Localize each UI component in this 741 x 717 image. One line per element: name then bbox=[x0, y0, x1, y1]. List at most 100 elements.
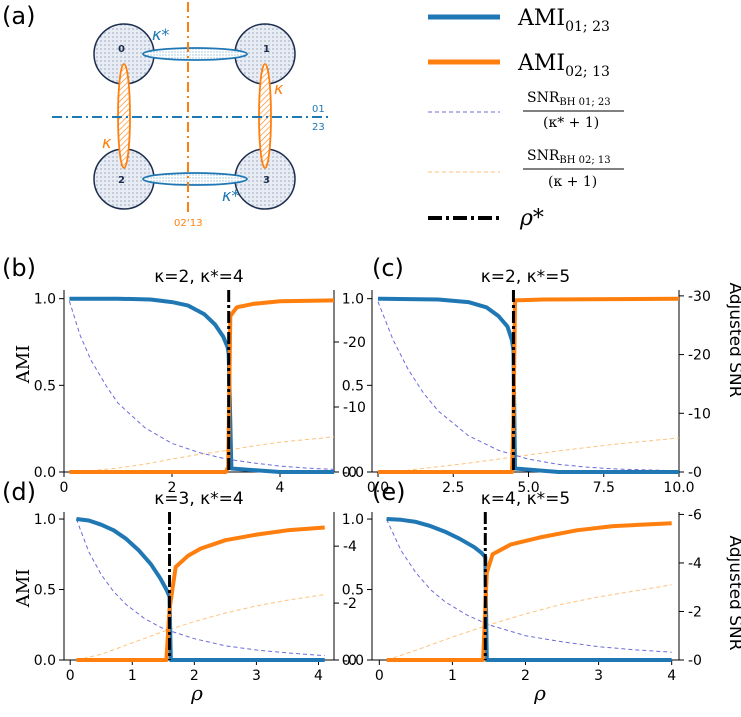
y-tick-label: 0.5 bbox=[34, 583, 56, 599]
x-tick-label: 3 bbox=[594, 668, 603, 684]
cut-01-label: 01 bbox=[312, 104, 325, 115]
ami-01-23-line bbox=[69, 296, 334, 474]
y2-tick-label: -6 bbox=[688, 507, 702, 523]
y2-tick-label: -0 bbox=[688, 653, 702, 669]
x-tick-label: 4 bbox=[667, 668, 676, 684]
y2-tick-label: -4 bbox=[688, 556, 702, 572]
x-tick-label: 4 bbox=[276, 480, 285, 496]
node-0-label: 0 bbox=[118, 44, 125, 55]
snr-01-23-line bbox=[68, 300, 335, 470]
x-tick-label: 0.0 bbox=[367, 480, 389, 496]
panel-a-letter: (a) bbox=[2, 2, 35, 30]
chart-panel-4: (e) κ=4, κ*=5 0 1 2 3 4 0.0 0.5 1.0 -0 -2 -4 -6 bbox=[342, 478, 702, 684]
chart-title: κ=2, κ*=4 bbox=[154, 267, 243, 287]
y2-tick-label: -20 bbox=[688, 348, 711, 364]
x-tick-label: 10.0 bbox=[663, 480, 694, 496]
chart-title: κ=3, κ*=4 bbox=[154, 489, 243, 509]
y-tick-label: 0.5 bbox=[34, 378, 56, 394]
snr-01-23-line bbox=[377, 301, 680, 472]
y-tick-label: 1.0 bbox=[342, 292, 364, 308]
ami-02-13-line bbox=[386, 521, 672, 662]
legend-rho-star: ρ* bbox=[519, 206, 544, 231]
schematic: (a) 0 1 2 3 κ* κ* κ κ 01 23 02‘13 bbox=[2, 2, 330, 229]
cut-23-label: 23 bbox=[312, 122, 325, 133]
x-tick-label: 0 bbox=[375, 668, 384, 684]
right-axis-label-top: Adjusted SNR bbox=[725, 282, 741, 397]
legend-ami-02-13: AMI02; 13 bbox=[517, 51, 610, 80]
chart-panel-3: (d) κ=3, κ*=4 0 1 2 3 4 0.0 0.5 1.0 -0 -2 -4 bbox=[2, 478, 357, 684]
x-tick-label: 0 bbox=[60, 480, 69, 496]
x-tick-label: 2 bbox=[521, 668, 530, 684]
kappa-star-label-bottom: κ* bbox=[222, 186, 239, 205]
y2-tick-label: -2 bbox=[688, 604, 702, 620]
kappa-star-label-top: κ* bbox=[152, 25, 169, 44]
y-tick-label: 0.5 bbox=[342, 378, 364, 394]
edge-2-3 bbox=[142, 172, 248, 186]
y-tick-label: 0.0 bbox=[34, 465, 56, 481]
y2-tick-label: -10 bbox=[343, 400, 366, 416]
right-axis-label-bottom: Adjusted SNR bbox=[725, 535, 741, 650]
chart-title: κ=2, κ*=5 bbox=[481, 267, 570, 287]
snr-02-13-line bbox=[76, 594, 325, 661]
legend: AMI01; 23 AMI02; 13 SNRBH 01; 23 (κ* + 1… bbox=[428, 6, 624, 231]
y-tick-label: 1.0 bbox=[342, 512, 364, 528]
y2-tick-label: -30 bbox=[688, 289, 711, 305]
legend-ami-01-23: AMI01; 23 bbox=[517, 6, 610, 35]
y-tick-label: 0.0 bbox=[342, 465, 364, 481]
y2-tick-label: -0 bbox=[343, 653, 357, 669]
snr-02-13-line bbox=[69, 436, 335, 473]
y-tick-label: 1.0 bbox=[34, 292, 56, 308]
snr-01-23-line bbox=[75, 518, 325, 657]
panel-letter: (b) bbox=[2, 254, 36, 282]
kappa-label-left: κ bbox=[102, 133, 112, 152]
y2-tick-label: -0 bbox=[343, 465, 357, 481]
x-tick-label: 4 bbox=[314, 668, 323, 684]
ami-02-13-line bbox=[69, 298, 335, 474]
x-tick-label: 2.5 bbox=[442, 480, 464, 496]
snr-01-23-line bbox=[386, 519, 672, 653]
node-3-label: 3 bbox=[263, 175, 270, 186]
x-tick-label: 3 bbox=[252, 668, 261, 684]
x-tick-label: 0 bbox=[66, 668, 75, 684]
x-tick-label: 1 bbox=[128, 668, 137, 684]
x-axis-label-right: ρ bbox=[533, 681, 546, 705]
x-tick-label: 2 bbox=[168, 480, 177, 496]
legend-snr-02-13-num: SNRBH 02; 13 bbox=[527, 148, 611, 166]
panel-letter: (d) bbox=[2, 478, 36, 506]
chart-title: κ=4, κ*=5 bbox=[481, 489, 570, 509]
legend-snr-01-23-num: SNRBH 01; 23 bbox=[527, 90, 611, 108]
x-tick-label: 5.0 bbox=[517, 480, 539, 496]
y2-tick-label: -2 bbox=[343, 596, 357, 612]
legend-snr-01-23-den: (κ* + 1) bbox=[543, 115, 599, 131]
panel-letter: (c) bbox=[372, 254, 404, 282]
x-tick-label: 7.5 bbox=[593, 480, 615, 496]
left-axis-label-top: AMI bbox=[13, 345, 34, 385]
chart-panel-1: (b) κ=2, κ*=4 0 2 4 0.0 0.5 1.0 -0 -10 -20 bbox=[2, 254, 366, 496]
y2-tick-label: -20 bbox=[343, 335, 366, 351]
x-tick-label: 1 bbox=[448, 668, 457, 684]
ami-01-23-line bbox=[377, 296, 679, 474]
ami-02-13-line bbox=[76, 525, 325, 662]
y-tick-label: 0.0 bbox=[342, 653, 364, 669]
x-tick-label: 2 bbox=[190, 668, 199, 684]
node-2-label: 2 bbox=[118, 175, 125, 186]
x-axis-label-left: ρ bbox=[190, 681, 203, 705]
y-tick-label: 0.0 bbox=[34, 653, 56, 669]
ami-02-13-line bbox=[378, 296, 680, 474]
chart-panel-2: (c) κ=2, κ*=5 0.0 2.5 5.0 7.5 10.0 0.0 0.5 1.0 -0 -… bbox=[342, 254, 711, 496]
snr-02-13-line bbox=[377, 437, 680, 473]
edge-0-1 bbox=[142, 47, 248, 61]
y-tick-label: 0.5 bbox=[342, 583, 364, 599]
y2-tick-label: -10 bbox=[688, 406, 711, 422]
panel-letter: (e) bbox=[372, 478, 406, 506]
left-axis-label-bottom: AMI bbox=[13, 569, 34, 609]
cut-02-13-label: 02‘13 bbox=[174, 218, 203, 229]
y-tick-label: 1.0 bbox=[34, 512, 56, 528]
snr-02-13-line bbox=[386, 584, 672, 661]
y2-tick-label: -4 bbox=[343, 539, 357, 555]
kappa-label-right: κ bbox=[274, 79, 284, 98]
legend-snr-02-13-den: (κ + 1) bbox=[548, 174, 597, 190]
node-1-label: 1 bbox=[263, 44, 270, 55]
